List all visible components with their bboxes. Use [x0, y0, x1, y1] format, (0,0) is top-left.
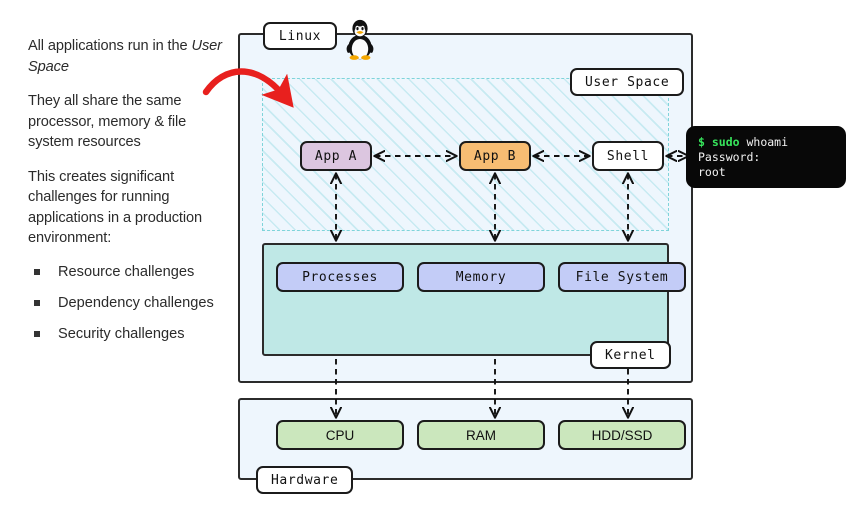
node-ram[interactable]: RAM [417, 420, 545, 450]
kernel-label: Kernel [590, 341, 671, 369]
square-bullet-icon [34, 268, 40, 275]
terminal-window[interactable]: $ sudo whoami Password: root [686, 126, 846, 188]
linux-penguin-icon [346, 19, 374, 60]
node-cpu[interactable]: CPU [276, 420, 404, 450]
challenges-list: Resource challenges Dependency challenge… [28, 263, 224, 343]
note-paragraph-1: All applications run in the User Space [28, 36, 224, 77]
node-memory[interactable]: Memory [417, 262, 545, 292]
node-app-b[interactable]: App B [459, 141, 531, 171]
terminal-prompt: $ sudo [698, 135, 740, 149]
terminal-command: whoami [739, 135, 789, 149]
list-item: Resource challenges [28, 263, 224, 281]
notes-panel: All applications run in the User Space T… [28, 36, 224, 356]
square-bullet-icon [34, 299, 40, 306]
node-shell[interactable]: Shell [592, 141, 664, 171]
os-label-linux: Linux [263, 22, 337, 50]
hardware-label: Hardware [256, 466, 354, 494]
list-item: Security challenges [28, 325, 224, 343]
note-paragraph-3: This creates significant challenges for … [28, 168, 203, 247]
square-bullet-icon [34, 330, 40, 337]
note-1-emphasis: User Space [28, 38, 222, 75]
bullet-label: Resource challenges [58, 263, 195, 280]
terminal-line-2: Password: [698, 150, 761, 164]
bullet-label: Dependency challenges [58, 294, 214, 311]
node-app-a[interactable]: App A [300, 141, 372, 171]
node-file-system[interactable]: File System [558, 262, 686, 292]
bullet-label: Security challenges [58, 325, 185, 342]
note-1-text: All applications run in the [28, 38, 192, 54]
kernel-region [262, 243, 669, 356]
node-processes[interactable]: Processes [276, 262, 404, 292]
node-hdd-ssd[interactable]: HDD/SSD [558, 420, 686, 450]
user-space-label: User Space [570, 68, 685, 96]
note-paragraph-2: They all share the same processor, memor… [28, 93, 187, 150]
terminal-line-3: root [698, 165, 726, 179]
list-item: Dependency challenges [28, 294, 224, 312]
